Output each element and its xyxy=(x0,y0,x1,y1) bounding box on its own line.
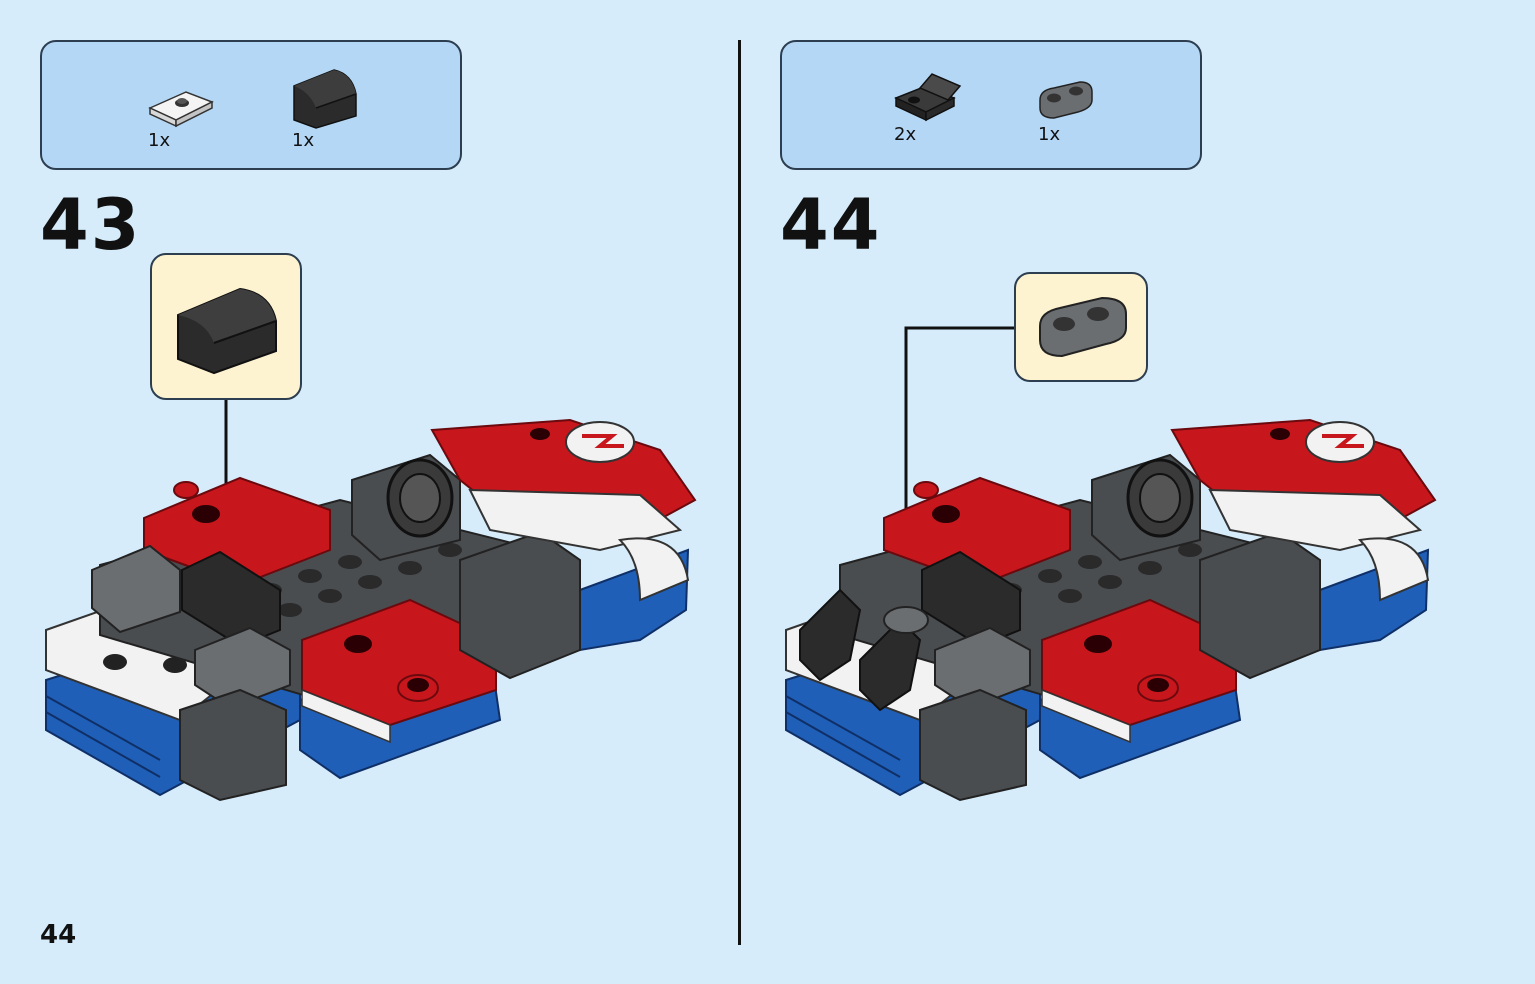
gray-plate-1x2-icon xyxy=(1039,81,1093,119)
black-bracket-icon xyxy=(894,73,962,122)
car-model-step-44 xyxy=(785,326,1437,802)
white-plate-1x2-icon xyxy=(148,91,214,128)
part-quantity: 2x xyxy=(894,124,917,145)
page-number: 44 xyxy=(40,920,77,950)
black-curved-slope-icon xyxy=(293,69,357,129)
callout-step-43 xyxy=(150,253,302,400)
step-number: 43 xyxy=(40,184,142,266)
parts-list-step-43: 1x 1x xyxy=(40,40,462,170)
black-curved-slope-icon xyxy=(177,287,277,375)
part-quantity: 1x xyxy=(292,130,315,151)
part-quantity: 1x xyxy=(148,130,171,151)
gray-plate-1x2-icon xyxy=(1039,296,1127,358)
part-quantity: 1x xyxy=(1038,124,1061,145)
car-model-step-43 xyxy=(45,400,697,802)
callout-step-44 xyxy=(1014,272,1148,382)
column-divider xyxy=(738,40,741,945)
parts-list-step-44: 2x 1x xyxy=(780,40,1202,170)
step-number: 44 xyxy=(780,184,882,266)
